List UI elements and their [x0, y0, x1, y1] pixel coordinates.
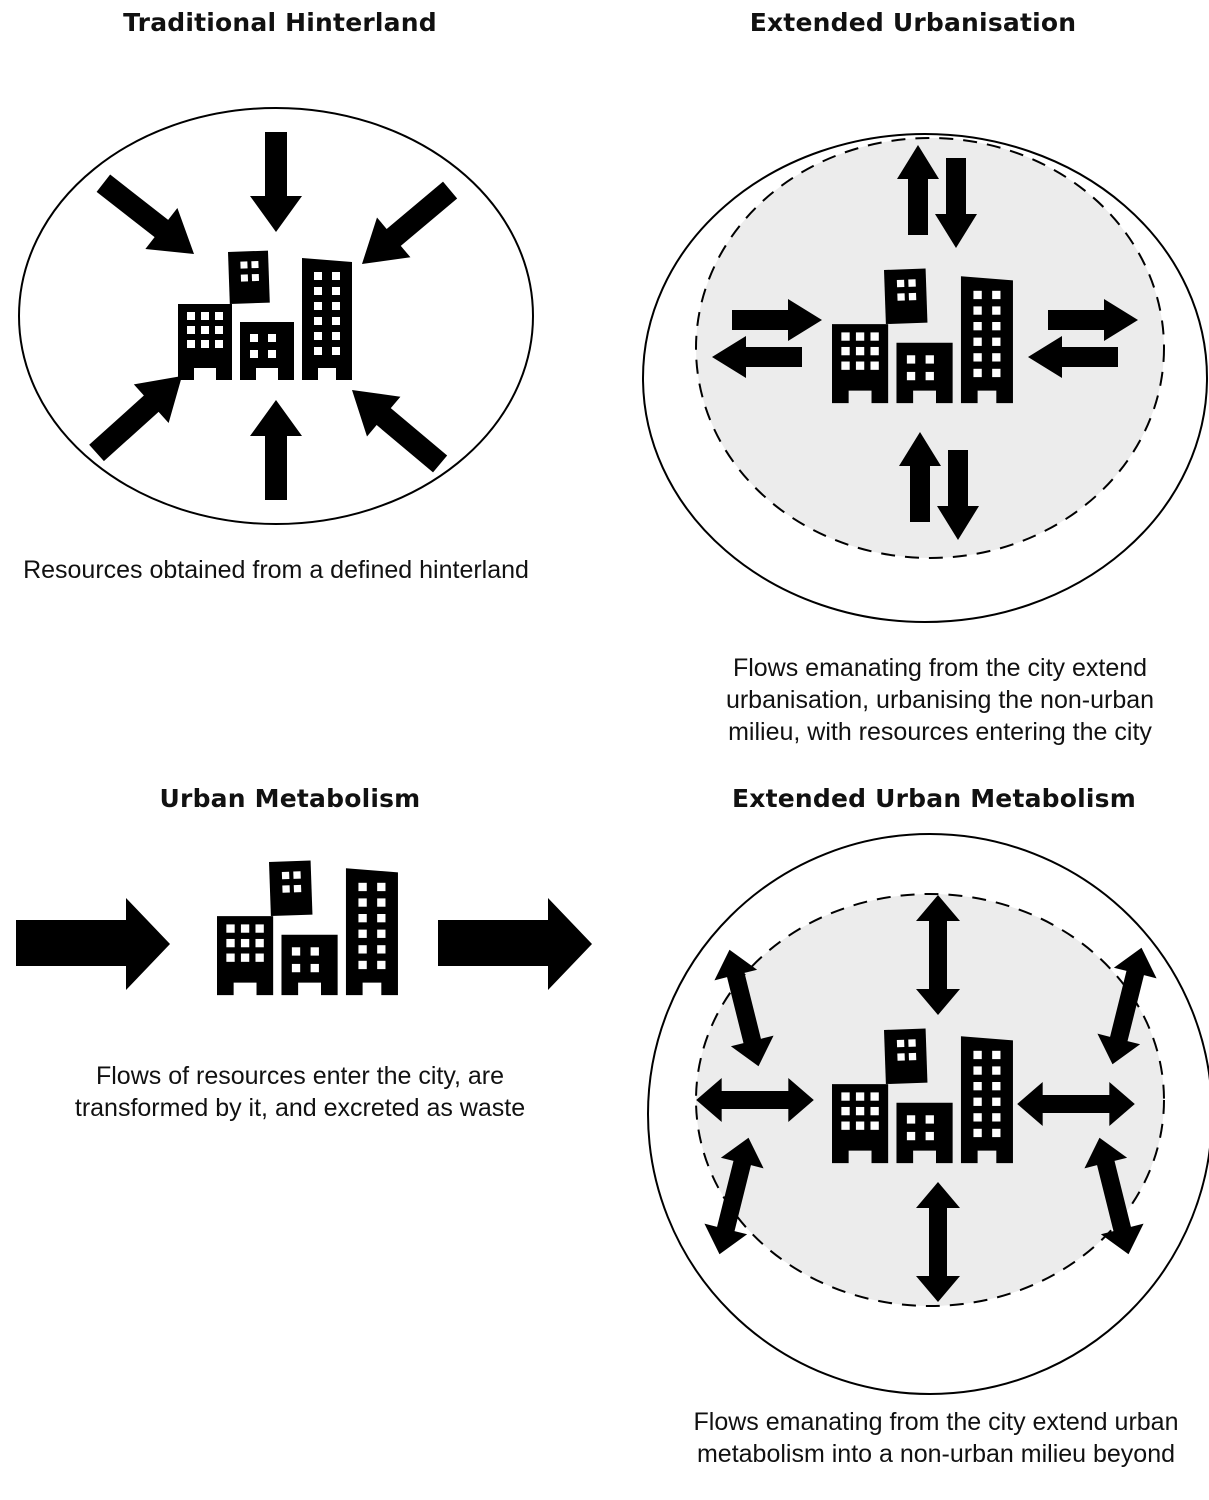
title-extended-urban-metabolism: Extended Urban Metabolism	[731, 784, 1137, 813]
input-flow-arrow	[16, 898, 170, 990]
caption-urban-metabolism: Flows of resources enter the city, are t…	[74, 1062, 526, 1122]
arrow-icon	[87, 162, 211, 275]
outer-boundary	[642, 133, 1208, 623]
panel-extended-urban-metabolism	[647, 833, 1209, 1395]
arrow-icon	[250, 132, 302, 232]
panel-urban-metabolism	[16, 860, 592, 996]
caption-traditional-hinterland: Resources obtained from a defined hinter…	[23, 556, 529, 584]
hinterland-boundary	[18, 107, 534, 525]
city-buildings-icon	[178, 250, 352, 380]
panel-extended-urbanisation	[642, 133, 1208, 623]
arrow-icon	[335, 370, 457, 484]
title-extended-urbanisation: Extended Urbanisation	[749, 8, 1077, 37]
title-urban-metabolism: Urban Metabolism	[159, 784, 421, 813]
panel-traditional-hinterland	[18, 107, 534, 525]
caption-extended-urbanisation: Flows emanating from the city extend urb…	[725, 654, 1155, 746]
urbanised-zone	[695, 893, 1165, 1307]
inward-arrows	[79, 132, 467, 500]
outer-boundary	[647, 833, 1209, 1395]
waste-flow-arrow	[438, 898, 592, 990]
city-buildings-icon	[217, 860, 398, 996]
arrow-icon	[345, 170, 467, 284]
arrow-icon	[250, 400, 302, 500]
title-traditional-hinterland: Traditional Hinterland	[123, 8, 437, 37]
caption-extended-urban-metabolism: Flows emanating from the city extend urb…	[693, 1408, 1179, 1468]
